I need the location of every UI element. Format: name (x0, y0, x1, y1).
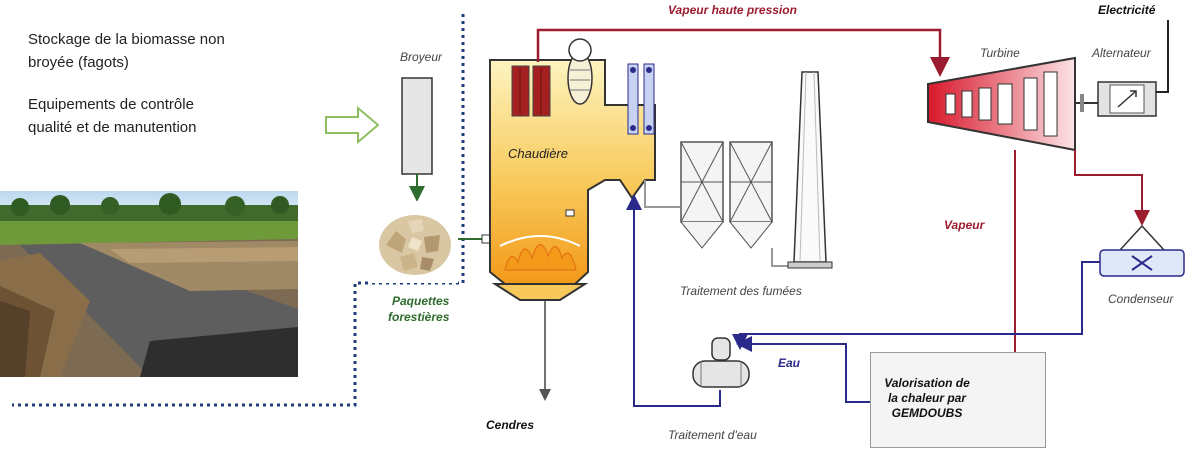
transfer-arrow-icon (325, 105, 380, 145)
broyeur-unit (401, 77, 433, 175)
label-vapeur-haute-pression: Vapeur haute pression (668, 3, 797, 17)
label-condenseur: Condenseur (1108, 292, 1174, 306)
chaudiere (489, 38, 656, 301)
label-paquettes-2: forestières (388, 310, 450, 324)
valorisation-box (870, 352, 1046, 448)
label-traitement-fumees: Traitement des fumées (680, 284, 802, 298)
valorisation-line-2: la chaleur par (887, 391, 967, 405)
valorisation-label: Valorisation de la chaleur par GEMDOUBS (872, 376, 982, 421)
label-broyeur: Broyeur (400, 50, 443, 64)
valorisation-line-3: GEMDOUBS (891, 406, 963, 420)
valorisation-line-1: Valorisation de (884, 376, 970, 390)
steam-to-condenser-line (1074, 150, 1150, 226)
biomass-storage-photo (0, 191, 298, 377)
traitement-fumees-silos (680, 141, 773, 249)
label-vapeur: Vapeur (944, 218, 985, 232)
label-eau: Eau (778, 356, 801, 370)
intro-line-4: qualité et de manutention (28, 119, 197, 136)
turbine (927, 56, 1098, 152)
boiler-feed-water-line (626, 194, 721, 407)
condenser-return-line (732, 261, 1100, 350)
wood-chips-image (372, 201, 458, 283)
label-chaudiere: Chaudière (508, 146, 568, 161)
intro-line-2: broyée (fagots) (28, 54, 129, 71)
label-electricite: Electricité (1098, 3, 1156, 17)
alternateur (1097, 81, 1157, 117)
intro-line-3: Equipements de contrôle (28, 96, 194, 113)
condenseur (1099, 224, 1185, 277)
label-paquettes-1: Paquettes (392, 294, 450, 308)
intro-line-1: Stockage de la biomasse non (28, 31, 225, 48)
label-alternateur: Alternateur (1092, 46, 1151, 60)
traitement-eau-tank (692, 337, 750, 388)
chimney (787, 71, 833, 269)
electricity-line (1156, 20, 1169, 93)
feeder-port (481, 234, 491, 244)
flue-to-stack-line (771, 248, 795, 267)
flue-gas-line (644, 180, 680, 208)
label-turbine: Turbine (980, 46, 1020, 60)
hp-steam-line (536, 28, 950, 77)
label-traitement-eau: Traitement d'eau (668, 428, 757, 442)
label-cendres: Cendres (486, 418, 535, 432)
